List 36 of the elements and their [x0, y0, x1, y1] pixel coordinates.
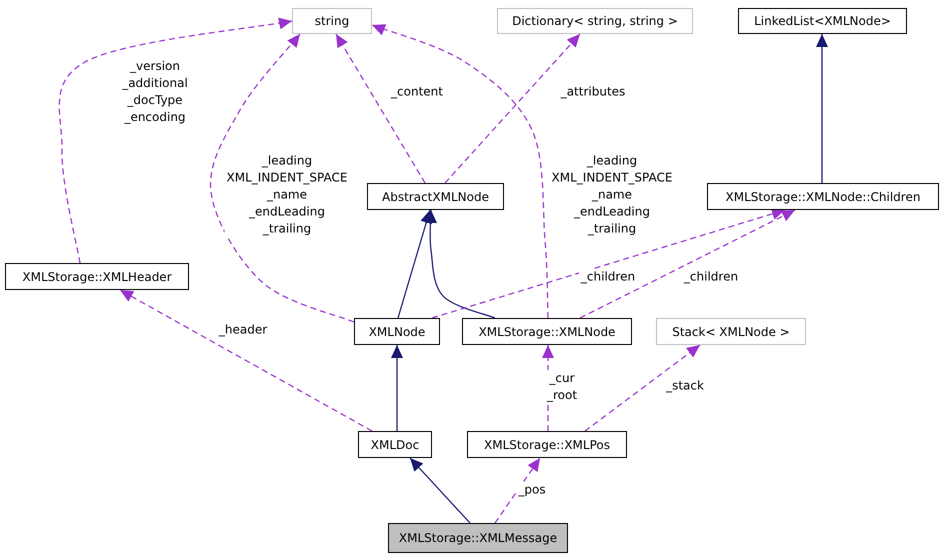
class-box: XMLStorage::XMLPos	[467, 431, 627, 458]
arrow	[120, 289, 372, 432]
class-box: XMLStorage::XMLHeader	[5, 263, 189, 290]
arrow	[210, 34, 354, 323]
class-box: string	[292, 8, 372, 34]
class-box: LinkedList<XMLNode>	[738, 8, 907, 34]
edge-label: _children	[682, 268, 740, 286]
class-box: Dictionary< string, string >	[497, 8, 693, 34]
class-box: XMLNode	[354, 318, 440, 345]
edge-label: _header	[216, 322, 270, 338]
edge-label: _children	[578, 268, 638, 286]
arrow	[397, 210, 432, 318]
edge-label: _attributes	[558, 84, 628, 100]
edge-label: _leading XML_INDENT_SPACE _name _endLeading _trailing	[224, 152, 350, 238]
arrow	[410, 458, 470, 524]
arrow	[816, 34, 828, 183]
class-box: XMLStorage::XMLMessage	[388, 523, 568, 553]
class-box: XMLStorage::XMLNode::Children	[707, 183, 939, 210]
arrow	[444, 34, 580, 184]
arrow	[424, 210, 496, 319]
edge-label: _version _additional _docType _encoding	[120, 58, 190, 126]
edge-label: _cur _root	[544, 370, 580, 404]
class-box: AbstractXMLNode	[367, 183, 504, 210]
arrow	[391, 345, 403, 431]
arrow	[372, 24, 549, 318]
edge-label: _stack	[664, 378, 706, 394]
arrow	[580, 209, 796, 319]
arrow	[335, 34, 426, 184]
class-box: XMLStorage::XMLNode	[462, 318, 632, 345]
arrow	[58, 17, 292, 264]
edge-label: _pos	[516, 482, 548, 498]
class-box: Stack< XMLNode >	[656, 318, 806, 345]
edge-label: _leading XML_INDENT_SPACE _name _endLeading _trailing	[550, 152, 674, 238]
class-box: XMLDoc	[358, 431, 432, 458]
arrow	[584, 344, 700, 432]
arrow	[494, 458, 540, 524]
